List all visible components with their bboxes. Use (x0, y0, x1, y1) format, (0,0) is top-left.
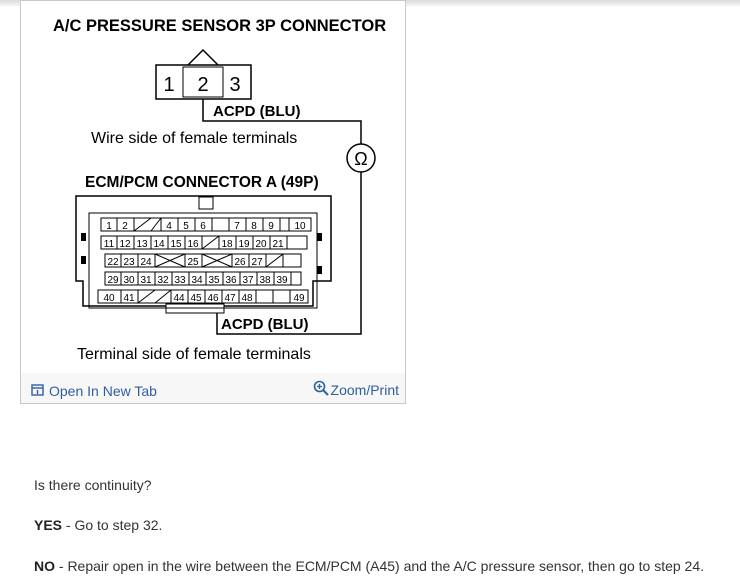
ecm-pin: 35 (208, 275, 220, 286)
sensor-connector-title: A/C PRESSURE SENSOR 3P CONNECTOR (53, 17, 386, 35)
zoom-print-link[interactable]: Zoom/Print (313, 380, 399, 399)
ecm-row-5: 40 41 44 45 46 47 48 49 (97, 289, 309, 304)
acpd-wire-bottom (216, 172, 362, 335)
ecm-pin: 1 (106, 221, 112, 232)
ecm-right-pin-a (317, 233, 322, 241)
ecm-pin: 15 (170, 239, 182, 250)
ecm-pin: 4 (166, 221, 172, 232)
sensor-pin-2: 2 (197, 74, 208, 96)
ecm-pin: 20 (255, 239, 267, 250)
ecm-row-3: 22 23 24 25 26 27 (104, 253, 302, 268)
ecm-pin: 29 (107, 275, 119, 286)
ecm-pin: 47 (224, 293, 236, 304)
ecm-pin: 12 (119, 239, 131, 250)
sensor-connector-key (187, 48, 219, 66)
ecm-row-2: 11 12 13 14 15 16 18 19 20 21 (100, 235, 308, 250)
yes-label: YES (34, 517, 63, 533)
ecm-pin: 18 (221, 239, 233, 250)
question-text: Is there continuity? (34, 477, 152, 493)
ecm-pin: 13 (136, 239, 148, 250)
no-text: - Repair open in the wire between the EC… (55, 558, 705, 574)
zoom-print-label: Zoom/Print (330, 381, 399, 398)
ecm-row-4: 29 30 31 32 33 34 35 36 37 38 39 (104, 271, 302, 286)
ecm-pin: 48 (241, 293, 253, 304)
ecm-pin: 23 (123, 257, 135, 268)
diagram-svg: A/C PRESSURE SENSOR 3P CONNECTOR 1 2 3 A… (53, 17, 386, 363)
no-label: NO (34, 558, 55, 574)
sensor-pin-1: 1 (163, 74, 174, 96)
wiring-diagram-card: A/C PRESSURE SENSOR 3P CONNECTOR 1 2 3 A… (20, 0, 406, 404)
ecm-right-pin-b (317, 266, 322, 274)
ecm-pin: 10 (294, 221, 306, 232)
ecm-top-latch (198, 196, 214, 210)
ecm-pin: 40 (103, 293, 115, 304)
ecm-pin: 39 (276, 275, 288, 286)
ecm-pin: 41 (123, 293, 135, 304)
ecm-connector-shell (75, 195, 332, 307)
ecm-pin: 27 (251, 257, 263, 268)
ecm-pin-a45: 45 (190, 293, 202, 304)
figure-footer: Open In New Tab Zoom/Print (21, 376, 405, 404)
ecm-left-pin-a (81, 233, 86, 241)
ecm-pin: 30 (123, 275, 135, 286)
ecm-pin: 16 (187, 239, 199, 250)
open-in-new-tab-label: Open In New Tab (49, 383, 157, 399)
ecm-pin: 21 (272, 239, 284, 250)
terminal-side-caption: Terminal side of female terminals (77, 346, 311, 363)
wire-side-caption: Wire side of female terminals (91, 130, 297, 147)
ecm-pin: 24 (140, 257, 152, 268)
ecm-pin: 49 (293, 293, 305, 304)
sensor-pin-2-cell (182, 66, 224, 98)
ecm-pin: 32 (157, 275, 169, 286)
ecm-pin: 14 (153, 239, 165, 250)
ecm-pin: 38 (259, 275, 271, 286)
yes-answer: YES - Go to step 32. (34, 517, 162, 533)
ecm-pin: 31 (140, 275, 152, 286)
ecm-pin: 5 (183, 221, 189, 232)
yes-text: - Go to step 32. (62, 517, 163, 533)
ecm-pin: 33 (174, 275, 186, 286)
sensor-pin-3: 3 (229, 74, 240, 96)
ecm-pin: 34 (191, 275, 203, 286)
ecm-pin: 2 (122, 221, 128, 232)
zoom-icon (313, 380, 329, 399)
ecm-pin: 11 (104, 239, 115, 250)
ecm-pin: 37 (242, 275, 254, 286)
acpd-wire-top (202, 99, 362, 146)
ecm-connector-title: ECM/PCM CONNECTOR A (49P) (85, 174, 319, 191)
ecm-pin: 9 (268, 221, 274, 232)
ecm-pin: 19 (238, 239, 250, 250)
no-answer: NO - Repair open in the wire between the… (34, 558, 704, 574)
ecm-pin: 44 (173, 293, 185, 304)
wiring-diagram[interactable]: A/C PRESSURE SENSOR 3P CONNECTOR 1 2 3 A… (21, 1, 405, 373)
ecm-pin: 26 (234, 257, 246, 268)
open-in-new-tab-link[interactable]: Open In New Tab (31, 383, 157, 399)
ecm-pin: 46 (207, 293, 219, 304)
ecm-pin: 36 (225, 275, 237, 286)
ecm-row-1: 1 2 4 5 6 7 8 9 10 (100, 217, 312, 232)
wire-label-top: ACPD (BLU) (213, 103, 301, 120)
wire-label-bottom: ACPD (BLU) (221, 316, 309, 333)
ecm-pin: 22 (107, 257, 119, 268)
ecm-pin: 8 (251, 221, 257, 232)
ecm-pin: 6 (200, 221, 206, 232)
ohmmeter-symbol: Ω (354, 149, 367, 169)
ecm-pin: 25 (187, 257, 199, 268)
ecm-pin: 7 (234, 221, 240, 232)
ecm-connector-inner (88, 212, 318, 309)
ecm-left-pin-b (81, 256, 86, 264)
open-in-new-tab-icon (31, 383, 44, 399)
